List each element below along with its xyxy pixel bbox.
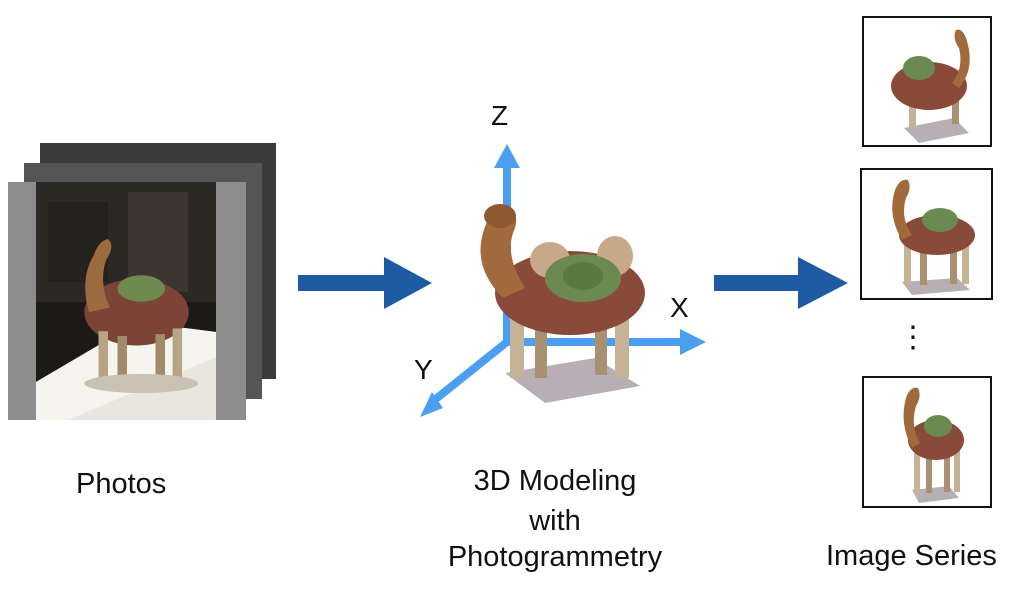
modeling-label-line1: 3D Modeling [473,465,637,497]
flow-arrow-1 [298,257,432,309]
series-ellipsis: ⋮ [898,321,928,354]
camel-thumbnail-icon [891,29,970,143]
modeling-label-line2: with [529,505,581,537]
series-thumbnail-3 [862,376,992,508]
series-thumbnail-1 [862,16,992,147]
museum-photo-image [36,182,216,420]
camel-thumbnail-icon [892,179,975,295]
series-thumbnail-2 [860,168,993,300]
camel-thumbnail-icon [903,387,964,503]
axis-z-label: Z [491,100,509,131]
museum-photo [8,182,246,420]
image-series-label: Image Series [826,540,997,572]
axis-x-label: X [670,292,689,323]
flow-arrow-2 [714,257,848,309]
modeling-label-line3: Photogrammetry [447,541,663,573]
camel-3d-model [480,204,645,403]
photos-label: Photos [76,468,167,500]
axis-y-label: Y [414,354,433,385]
